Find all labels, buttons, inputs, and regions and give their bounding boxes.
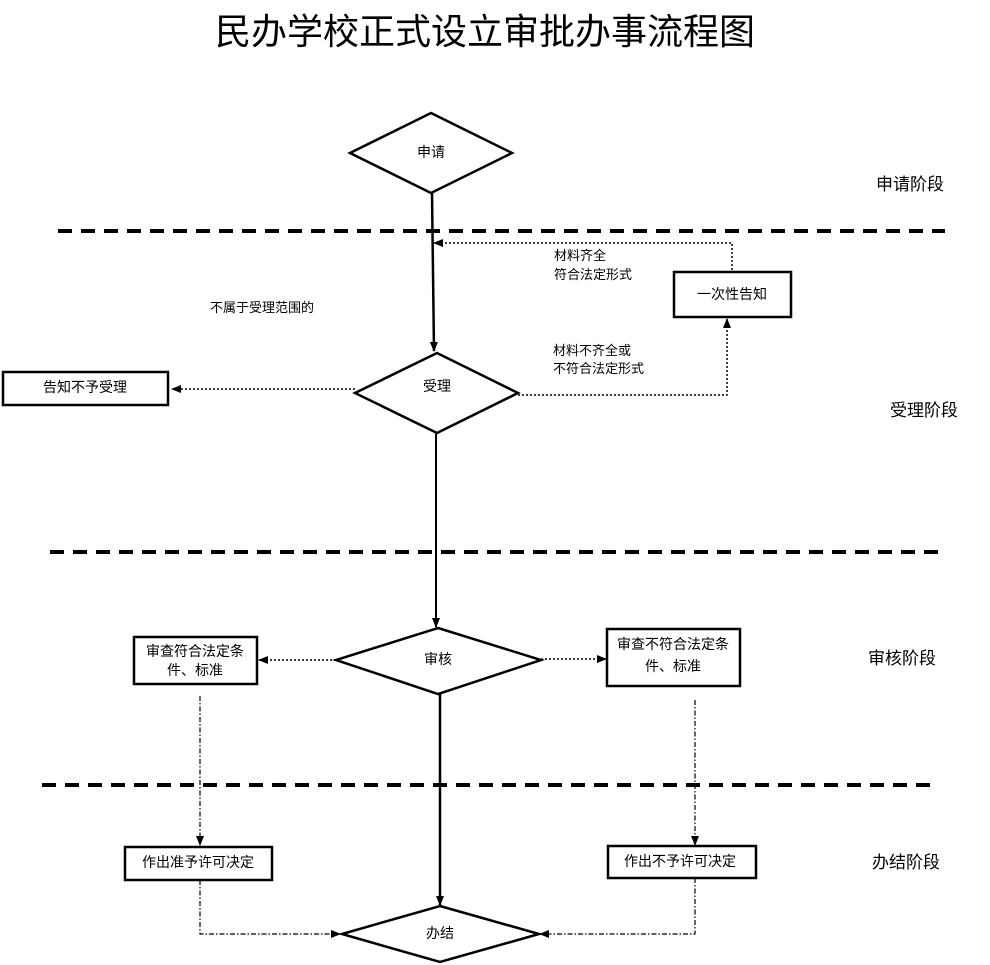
node-grant: 作出准予许可决定 xyxy=(123,845,274,882)
node-finish-label: 办结 xyxy=(426,926,454,942)
node-review-label: 审核 xyxy=(424,652,452,668)
edge-grant-to-finish xyxy=(199,880,341,938)
stage-label-finish: 办结阶段 xyxy=(872,853,940,873)
node-deny-label: 作出不予许可决定 xyxy=(624,854,736,870)
edge-label-incomplete-line1: 材料不齐全或 xyxy=(553,343,631,359)
edge-label-incomplete-line2: 不符合法定形式 xyxy=(553,361,644,377)
stage-label-apply: 申请阶段 xyxy=(876,175,944,195)
node-review: 审核 xyxy=(331,626,546,696)
node-notify-once-label: 一次性告知 xyxy=(697,286,767,303)
node-notify-reject-label: 告知不予受理 xyxy=(43,379,127,396)
node-notify-once: 一次性告知 xyxy=(672,270,793,319)
node-review-pass: 审查符合法定条 件、标准 xyxy=(132,635,259,686)
edge-apply-to-accept xyxy=(429,192,438,352)
node-review-fail-line1: 审查不符合法定条 xyxy=(617,636,729,653)
node-grant-label: 作出准予许可决定 xyxy=(142,855,254,871)
node-accept-label: 受理 xyxy=(423,379,451,395)
edge-accept-to-notify-once xyxy=(518,318,731,396)
node-review-pass-line2: 件、标准 xyxy=(167,663,223,679)
node-finish: 办结 xyxy=(337,904,544,964)
node-notify-reject: 告知不予受理 xyxy=(1,370,170,407)
node-accept: 受理 xyxy=(352,351,521,435)
node-deny: 作出不予许可决定 xyxy=(606,844,758,880)
edge-label-complete-line1: 材料齐全 xyxy=(554,248,606,264)
node-apply-label: 申请 xyxy=(417,145,445,161)
edge-label-out-of-scope: 不属于受理范围的 xyxy=(210,300,314,316)
stage-label-review: 审核阶段 xyxy=(868,649,936,669)
edge-label-complete-line2: 符合法定形式 xyxy=(554,267,632,283)
stage-label-accept: 受理阶段 xyxy=(890,401,958,421)
page-title: 民办学校正式设立审批办事流程图 xyxy=(215,12,755,53)
node-apply: 申请 xyxy=(347,111,515,195)
edge-notify-once-return xyxy=(433,239,733,270)
node-review-fail-line2: 件、标准 xyxy=(645,659,701,675)
edge-deny-to-finish xyxy=(539,878,696,938)
node-review-pass-line1: 审查符合法定条 xyxy=(146,643,244,660)
node-review-fail: 审查不符合法定条 件、标准 xyxy=(605,627,742,688)
